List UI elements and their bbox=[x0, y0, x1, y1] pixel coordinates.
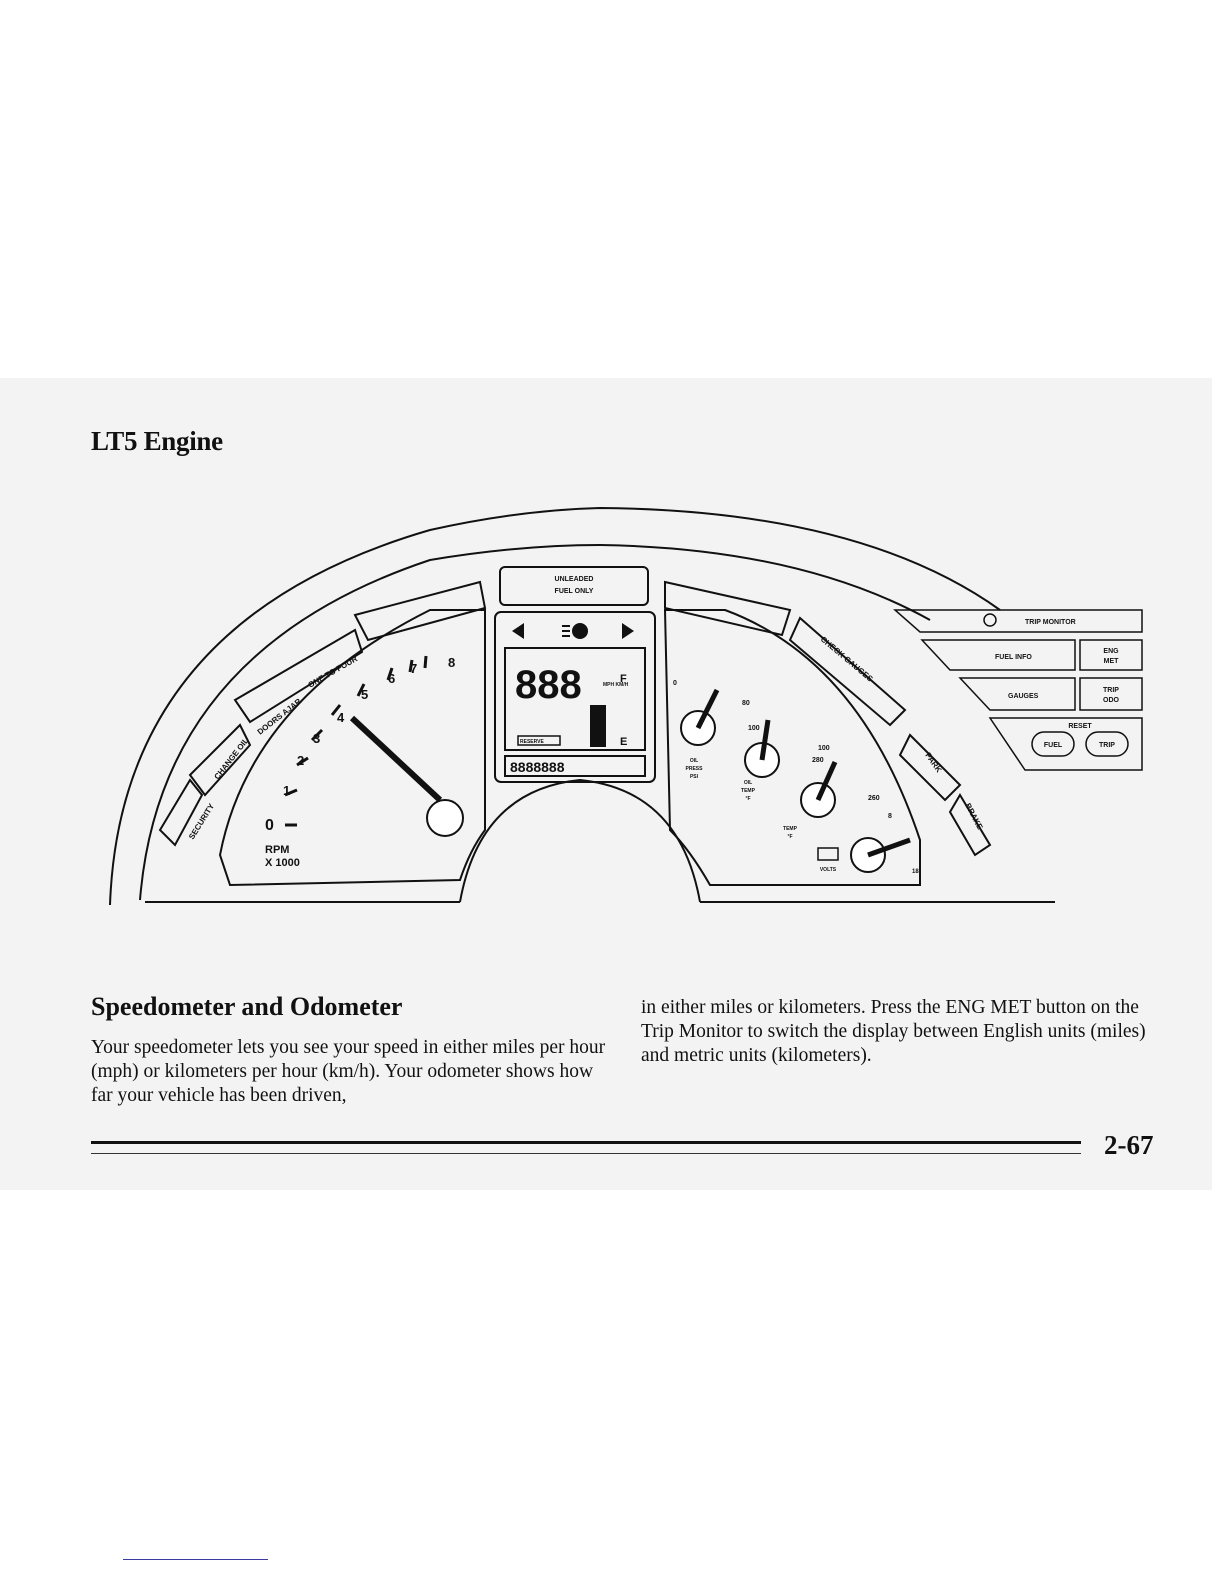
svg-text:F: F bbox=[620, 673, 627, 685]
svg-text:GAUGES: GAUGES bbox=[1008, 693, 1039, 700]
svg-text:100: 100 bbox=[748, 725, 760, 732]
svg-text:VOLTS: VOLTS bbox=[820, 867, 837, 873]
svg-text:E: E bbox=[620, 736, 627, 748]
svg-text:888: 888 bbox=[515, 663, 582, 707]
footer-rule-thin bbox=[91, 1153, 1081, 1154]
svg-text:BRAKE: BRAKE bbox=[963, 802, 985, 832]
svg-text:SECURITY: SECURITY bbox=[187, 801, 216, 841]
svg-text:260: 260 bbox=[868, 795, 880, 802]
svg-text:°F: °F bbox=[787, 834, 792, 840]
page-number: 2-67 bbox=[1104, 1130, 1154, 1160]
svg-text:280: 280 bbox=[812, 757, 824, 764]
svg-text:PARK: PARK bbox=[923, 751, 943, 774]
svg-text:FUEL: FUEL bbox=[1044, 742, 1063, 749]
svg-text:TRIP: TRIP bbox=[1099, 742, 1115, 749]
svg-text:TRIP MONITOR: TRIP MONITOR bbox=[1025, 619, 1076, 626]
svg-text:4: 4 bbox=[337, 710, 345, 725]
svg-text:TEMP: TEMP bbox=[783, 826, 798, 832]
svg-text:TRIP: TRIP bbox=[1103, 687, 1119, 694]
svg-text:CHANGE OIL: CHANGE OIL bbox=[212, 736, 250, 781]
svg-text:FUEL ONLY: FUEL ONLY bbox=[555, 588, 594, 595]
svg-text:°F: °F bbox=[745, 796, 750, 802]
svg-text:OIL: OIL bbox=[744, 780, 752, 786]
footer-rule bbox=[91, 1141, 1081, 1144]
svg-text:6: 6 bbox=[388, 671, 395, 686]
section-heading: Speedometer and Odometer bbox=[91, 992, 403, 1021]
svg-text:0: 0 bbox=[265, 817, 274, 834]
svg-text:RESET: RESET bbox=[1068, 723, 1092, 730]
svg-text:MPH KM/H: MPH KM/H bbox=[603, 682, 629, 688]
svg-text:1: 1 bbox=[283, 783, 290, 798]
svg-text:8: 8 bbox=[888, 813, 892, 820]
svg-text:MET: MET bbox=[1104, 658, 1120, 665]
svg-text:3: 3 bbox=[313, 731, 320, 746]
instrument-cluster-illustration: 0 1 2 3 4 5 6 7 8 RPM X 1000 SECURITY CH… bbox=[109, 506, 1143, 906]
svg-text:ONE TO FOUR: ONE TO FOUR bbox=[307, 654, 360, 690]
bottom-link-line bbox=[123, 1559, 268, 1560]
svg-text:FUEL INFO: FUEL INFO bbox=[995, 654, 1032, 661]
svg-text:7: 7 bbox=[410, 661, 417, 676]
svg-text:8: 8 bbox=[448, 655, 455, 670]
svg-text:X 1000: X 1000 bbox=[265, 857, 300, 869]
svg-text:RESERVE: RESERVE bbox=[520, 739, 544, 745]
svg-text:TEMP: TEMP bbox=[741, 788, 756, 794]
svg-text:0: 0 bbox=[673, 680, 677, 687]
svg-text:RPM: RPM bbox=[265, 844, 289, 856]
body-paragraph-right: in either miles or kilometers. Press the… bbox=[641, 997, 1146, 1066]
body-paragraph-left: Your speedometer lets you see your speed… bbox=[91, 1037, 606, 1106]
svg-text:100: 100 bbox=[818, 745, 830, 752]
svg-text:ENG: ENG bbox=[1103, 648, 1119, 655]
svg-text:8888888: 8888888 bbox=[510, 759, 565, 775]
svg-text:2: 2 bbox=[297, 753, 304, 768]
svg-text:PRESS: PRESS bbox=[686, 766, 704, 772]
svg-text:80: 80 bbox=[742, 700, 750, 707]
svg-text:5: 5 bbox=[361, 687, 368, 702]
svg-text:18: 18 bbox=[912, 869, 919, 875]
svg-text:UNLEADED: UNLEADED bbox=[555, 576, 594, 583]
svg-text:ODO: ODO bbox=[1103, 697, 1120, 704]
page-title: LT5 Engine bbox=[91, 426, 223, 456]
svg-text:OIL: OIL bbox=[690, 758, 698, 764]
svg-text:PSI: PSI bbox=[690, 774, 699, 780]
